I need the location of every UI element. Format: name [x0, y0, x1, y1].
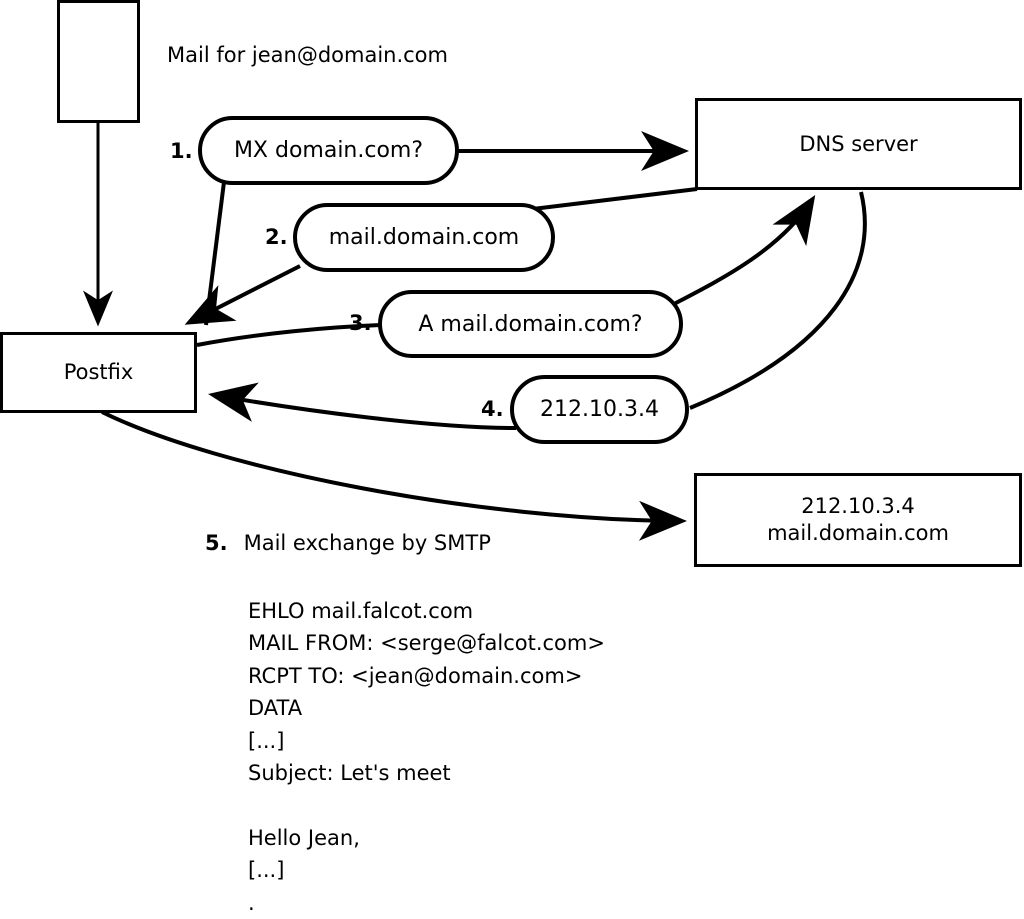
- step-5-row: 5. Mail exchange by SMTP: [205, 531, 491, 555]
- edge-step4-from-dns: [689, 191, 867, 410]
- smtp-transcript-line: DATA: [248, 696, 303, 721]
- smtp-transcript-line: [248, 789, 605, 821]
- step-bubble-1: MX domain.com?: [198, 116, 459, 185]
- smtp-transcript-line: [...]: [248, 728, 285, 753]
- step-number-4: 4.: [481, 397, 504, 421]
- edge-step4-to-postfix: [208, 382, 517, 430]
- step-bubble-1-label: MX domain.com?: [233, 138, 424, 163]
- page-title: Mail for jean@domain.com: [167, 43, 448, 67]
- step-number-2: 2.: [265, 225, 288, 249]
- node-destination-server: 212.10.3.4 mail.domain.com: [694, 473, 1022, 567]
- edge-step1-tail: [204, 181, 226, 326]
- node-destination-line1: 212.10.3.4: [801, 494, 915, 519]
- step-bubble-4: 212.10.3.4: [510, 375, 689, 444]
- smtp-transcript-line: RCPT TO: <jean@domain.com>: [248, 663, 583, 688]
- step-bubble-2: mail.domain.com: [293, 203, 555, 272]
- smtp-transcript-line: .: [248, 890, 255, 915]
- node-dns-server-label: DNS server: [799, 131, 918, 156]
- step-5-label: Mail exchange by SMTP: [243, 531, 491, 555]
- step-number-5: 5.: [205, 531, 228, 555]
- smtp-transcript-line: MAIL FROM: <serge@falcot.com>: [248, 631, 605, 656]
- edge-step2-to-postfix: [184, 264, 301, 325]
- node-postfix-label: Postfix: [63, 360, 134, 385]
- step-number-3: 3.: [349, 311, 372, 335]
- smtp-transcript-line: Subject: Let's meet: [248, 761, 451, 786]
- step-bubble-2-label: mail.domain.com: [328, 225, 520, 250]
- node-destination-line2: mail.domain.com: [767, 521, 949, 545]
- edge-step5-smtp: [101, 410, 687, 541]
- step-bubble-3-label: A mail.domain.com?: [418, 311, 643, 337]
- edge-step3-tail: [196, 323, 382, 347]
- step-number-1: 1.: [170, 139, 193, 163]
- node-dns-server: DNS server: [695, 98, 1022, 190]
- node-postfix: Postfix: [0, 332, 197, 413]
- smtp-transcript-line: [...]: [248, 858, 285, 883]
- smtp-transcript-line: Hello Jean,: [248, 825, 360, 850]
- step-bubble-3: A mail.domain.com?: [378, 290, 683, 358]
- step-bubble-4-label: 212.10.3.4: [540, 397, 659, 422]
- edge-step3-to-dns: [671, 194, 816, 307]
- smtp-transcript-line: EHLO mail.falcot.com: [248, 599, 474, 623]
- node-sender-host: [57, 0, 140, 123]
